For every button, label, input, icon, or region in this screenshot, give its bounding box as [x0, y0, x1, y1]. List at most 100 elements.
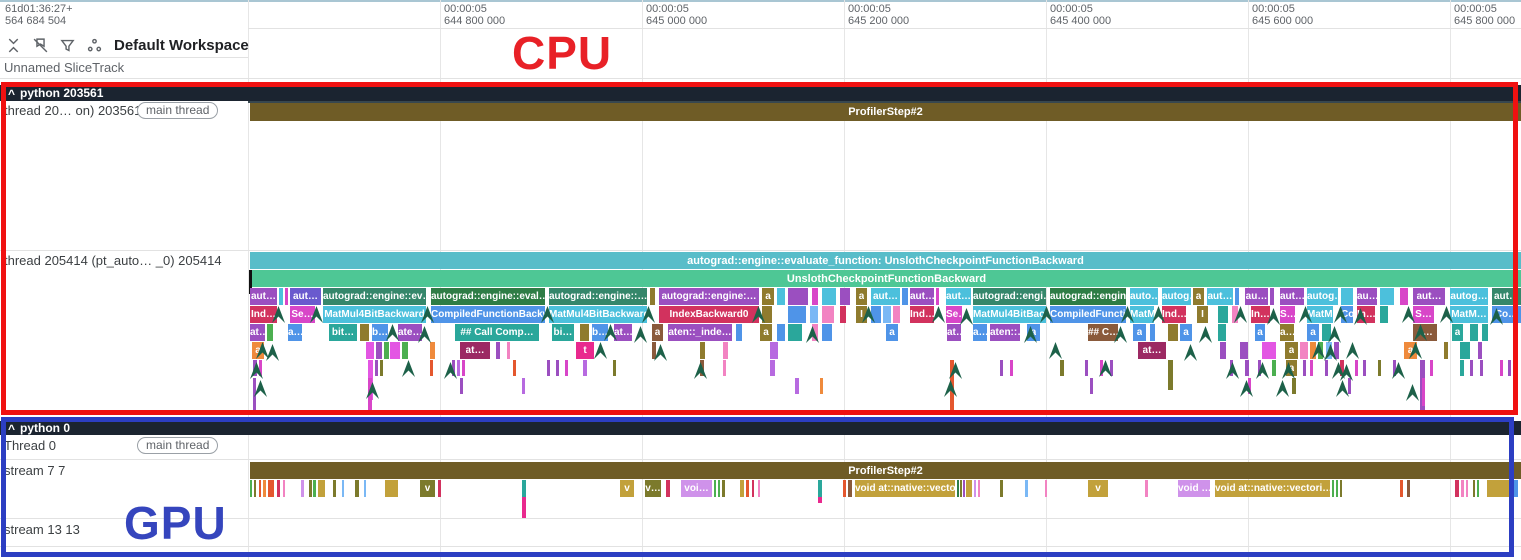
slice[interactable]: autograd::engi…: [973, 288, 1046, 305]
slice-thin[interactable]: [762, 306, 772, 323]
slice-thin[interactable]: [666, 480, 670, 497]
slice-thin[interactable]: [249, 270, 252, 294]
slice[interactable]: v: [620, 480, 634, 497]
slice-thin[interactable]: [746, 480, 749, 497]
slice[interactable]: bit…: [329, 324, 357, 341]
slice[interactable]: v: [1088, 480, 1108, 497]
slice[interactable]: aut…: [250, 288, 277, 305]
slice-thin[interactable]: [250, 480, 252, 497]
slice-thin[interactable]: [810, 306, 818, 323]
slice-thin[interactable]: [1235, 288, 1239, 305]
slice-thin[interactable]: [452, 360, 455, 376]
slice-thin[interactable]: [963, 480, 965, 497]
slice[interactable]: a…: [1280, 324, 1294, 341]
slice[interactable]: CompiledFunctio…: [1050, 306, 1126, 323]
slice-thin[interactable]: [1310, 342, 1316, 359]
slice-thin[interactable]: [1407, 480, 1410, 497]
slice[interactable]: bi…: [552, 324, 574, 341]
workspace-name[interactable]: Default Workspace: [114, 36, 249, 54]
slice-thin[interactable]: [1218, 324, 1226, 341]
slice-thin[interactable]: [1145, 480, 1148, 497]
slice[interactable]: Ind…: [250, 306, 277, 323]
slice[interactable]: MatM…: [1307, 306, 1333, 323]
slice-thin[interactable]: [1460, 342, 1470, 359]
group-header-python-203561[interactable]: ^python 203561: [0, 85, 1521, 101]
slice-thin[interactable]: [1455, 480, 1459, 497]
slice[interactable]: v…: [645, 480, 661, 497]
slice-thin[interactable]: [342, 480, 344, 497]
slice-thin[interactable]: [496, 342, 500, 359]
slice-thin[interactable]: [843, 480, 846, 497]
slice-thin[interactable]: [1334, 342, 1339, 359]
collapse-tracks-icon[interactable]: [4, 36, 22, 54]
slice-thin[interactable]: [313, 480, 316, 497]
slice[interactable]: a: [652, 324, 663, 341]
slice-thin[interactable]: [283, 480, 285, 497]
slice-thin[interactable]: [1400, 288, 1408, 305]
slice-thin[interactable]: [1272, 360, 1276, 376]
slice-thin[interactable]: [1466, 480, 1468, 497]
slice[interactable]: voi…: [681, 480, 712, 497]
slice[interactable]: ProfilerStep#2: [250, 103, 1521, 121]
slice-thin[interactable]: [507, 342, 510, 359]
slice-thin[interactable]: [700, 342, 705, 359]
slice-thin[interactable]: [1487, 480, 1510, 497]
slice[interactable]: autograd::engine::evaluate_function: Uns…: [250, 252, 1521, 269]
slice[interactable]: a: [856, 288, 867, 305]
slice-thin[interactable]: [333, 480, 336, 497]
slice-thin[interactable]: [309, 480, 312, 497]
slice-thin[interactable]: [777, 288, 785, 305]
slice-thin[interactable]: [1378, 360, 1381, 376]
slice-thin[interactable]: [390, 342, 400, 359]
slice-thin[interactable]: [268, 480, 274, 497]
slice[interactable]: at…: [460, 342, 490, 359]
slice-thin[interactable]: [788, 324, 802, 341]
slice-thin[interactable]: [1348, 378, 1351, 394]
slice-thin[interactable]: [1482, 324, 1488, 341]
slice[interactable]: void at::native::vectori…: [1215, 480, 1330, 497]
slice-thin[interactable]: [1258, 360, 1261, 376]
slice-thin[interactable]: [1262, 342, 1276, 359]
slice-thin[interactable]: [758, 480, 760, 497]
slice[interactable]: v: [420, 480, 435, 497]
slice-thin[interactable]: [1000, 360, 1003, 376]
slice-thin[interactable]: [752, 480, 754, 497]
slice-thin[interactable]: [375, 360, 378, 376]
slice-thin[interactable]: [565, 360, 568, 376]
slice-thin[interactable]: [1303, 360, 1306, 376]
slice-thin[interactable]: [1380, 288, 1394, 305]
slice-thin[interactable]: [1473, 480, 1475, 497]
slice[interactable]: MatMul4BitBackward: [323, 306, 426, 323]
slice-thin[interactable]: [385, 480, 398, 497]
slice[interactable]: aut…: [910, 288, 934, 305]
slice-thin[interactable]: [812, 288, 818, 305]
slice-thin[interactable]: [1340, 480, 1342, 497]
slice-thin[interactable]: [740, 480, 744, 497]
slice-thin[interactable]: [1513, 480, 1518, 497]
slice-thin[interactable]: [1300, 342, 1308, 359]
slice-thin[interactable]: [259, 360, 262, 376]
slice[interactable]: aut…: [1207, 288, 1233, 305]
slice-thin[interactable]: [430, 342, 435, 359]
slice-thin[interactable]: [1393, 360, 1396, 376]
slice[interactable]: ate…: [398, 324, 422, 341]
slice[interactable]: a: [1404, 342, 1417, 359]
slice-thin[interactable]: [788, 306, 806, 323]
slice[interactable]: at…: [947, 324, 961, 341]
slice-thin[interactable]: [1168, 324, 1178, 341]
slice[interactable]: aut…: [946, 288, 971, 305]
slice[interactable]: Ind…: [1162, 306, 1186, 323]
slice-thin[interactable]: [1090, 378, 1093, 394]
slice[interactable]: a…: [973, 324, 987, 341]
track-label-autograd-thread[interactable]: thread 205414 (pt_auto… _0) 205414: [4, 253, 222, 268]
slice-thin[interactable]: [1025, 480, 1028, 497]
slice[interactable]: aut…: [1413, 288, 1445, 305]
slice-thin[interactable]: [277, 480, 280, 497]
slice[interactable]: IndexBackward0: [659, 306, 759, 323]
slice[interactable]: a: [762, 288, 774, 305]
slice-thin[interactable]: [1270, 288, 1274, 305]
slice[interactable]: aut…: [1492, 288, 1521, 305]
slice-thin[interactable]: [1010, 360, 1013, 376]
slice-thin[interactable]: [978, 480, 980, 497]
group-header-python-0[interactable]: ^python 0: [0, 421, 1521, 436]
